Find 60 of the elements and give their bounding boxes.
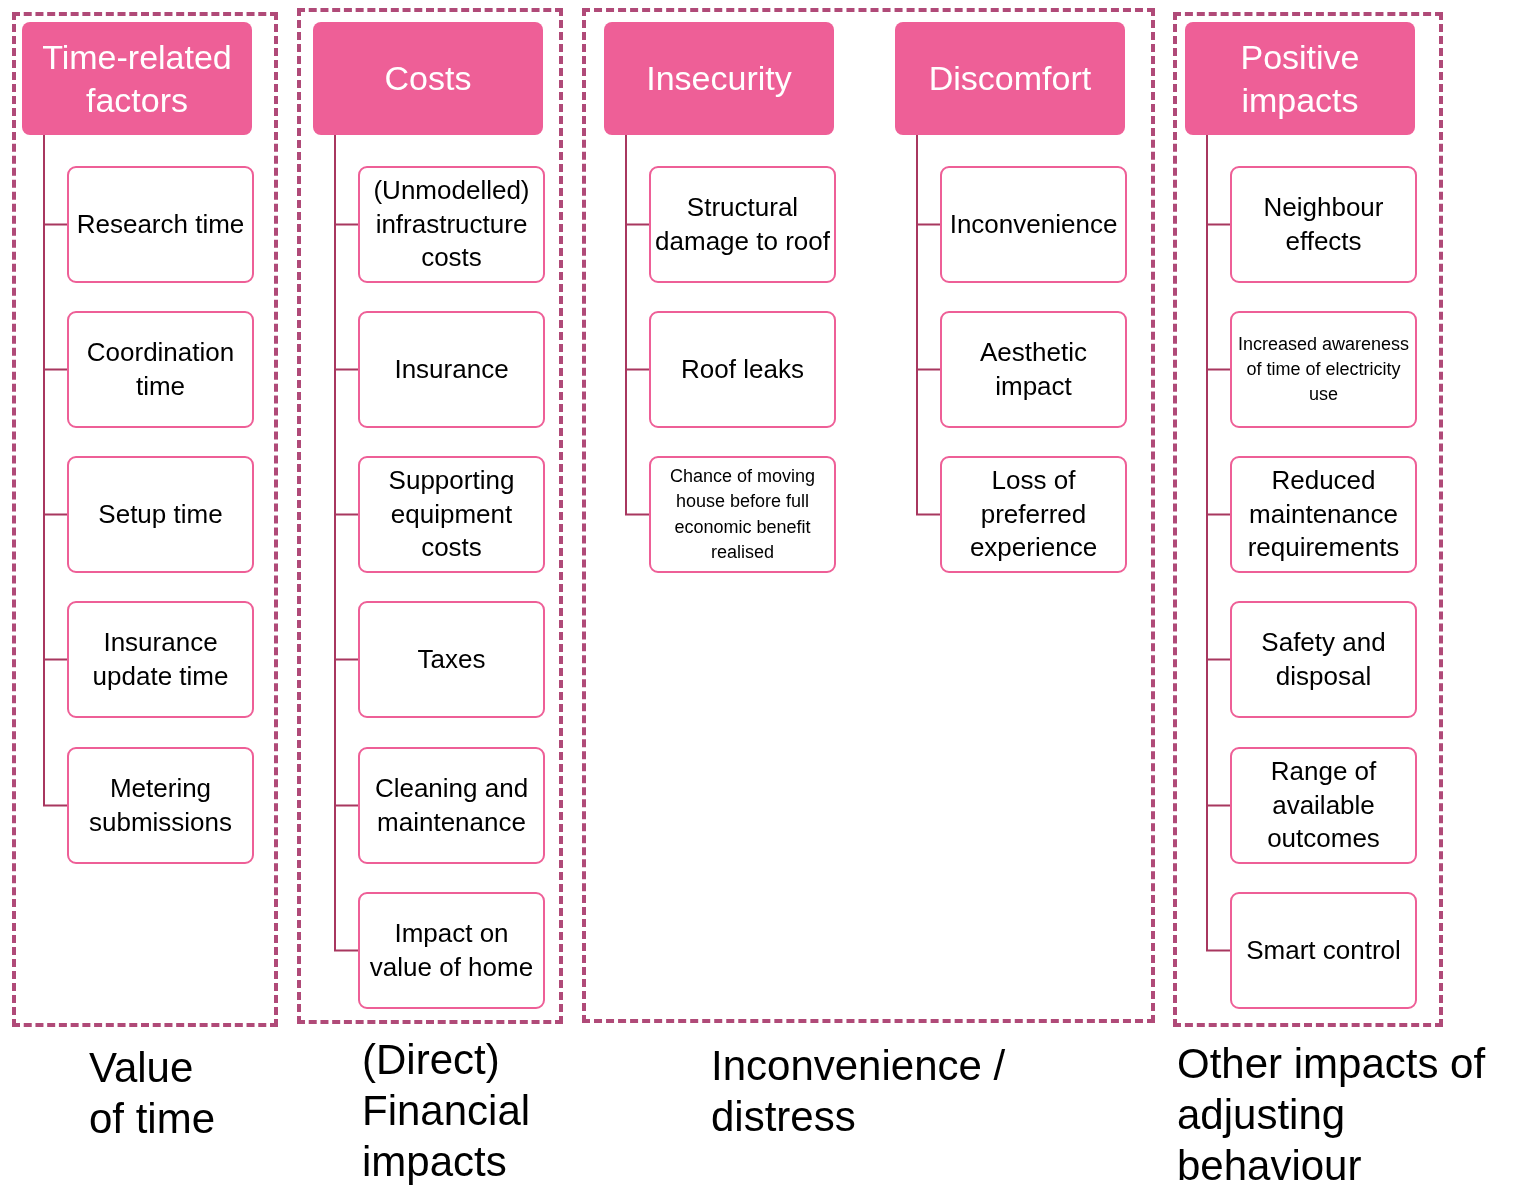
factor-box [940, 166, 1127, 283]
factor-box [67, 747, 254, 864]
factor-text: Coordination time [85, 335, 236, 403]
factor-box [67, 601, 254, 718]
factor-box [1230, 747, 1417, 864]
factor-text: (Unmodelled) infrastructure costs [372, 173, 531, 275]
header-text: Discomfort [928, 58, 1092, 100]
category-header [1185, 22, 1415, 135]
factor-text: Inconvenience [949, 207, 1118, 241]
factor-box [649, 456, 836, 573]
factor-box [1230, 456, 1417, 573]
group-label: Value of time [89, 1043, 217, 1145]
factor-text: Research time [76, 207, 245, 241]
factor-box [1230, 892, 1417, 1009]
factor-box [358, 601, 545, 718]
factor-text: Smart control [1246, 933, 1401, 967]
factor-box [649, 311, 836, 428]
factor-text: Metering submissions [87, 771, 234, 839]
factor-text: Loss of preferred experience [968, 463, 1099, 565]
factor-text: Roof leaks [681, 352, 804, 386]
header-text: Costs [384, 58, 472, 100]
category-header [313, 22, 543, 135]
factor-box [1230, 311, 1417, 428]
category-header [895, 22, 1125, 135]
factor-box [358, 456, 545, 573]
factor-box [67, 456, 254, 573]
factor-box [1230, 166, 1417, 283]
category-header [604, 22, 834, 135]
group-label: Other impacts of adjusting behaviour [1177, 1039, 1487, 1192]
group-label: Inconvenience / distress [711, 1041, 1007, 1143]
factor-text: Neighbour effects [1262, 190, 1385, 258]
factor-text: Impact on value of home [368, 916, 535, 984]
factor-text: Increased awareness of time of electricity use [1236, 332, 1411, 407]
factor-box [649, 166, 836, 283]
header-text: Time-related factors [41, 37, 233, 121]
factor-text: Setup time [98, 497, 223, 531]
factor-text: Range of available outcomes [1266, 754, 1381, 856]
factor-box [940, 456, 1127, 573]
factor-box [358, 892, 545, 1009]
factor-text: Supporting equipment costs [387, 463, 516, 565]
factor-text: Cleaning and maintenance [373, 771, 530, 839]
factor-text: Structural damage to roof [655, 190, 830, 258]
factor-box [358, 311, 545, 428]
factor-box [940, 311, 1127, 428]
factor-box [358, 747, 545, 864]
factor-box [67, 311, 254, 428]
factor-box [358, 166, 545, 283]
factor-text: Taxes [417, 642, 486, 676]
factor-text: Aesthetic impact [979, 335, 1088, 403]
header-text: Positive impacts [1239, 37, 1361, 121]
factor-text: Insurance update time [91, 625, 230, 693]
factor-text: Reduced maintenance requirements [1246, 463, 1401, 565]
factor-box [1230, 601, 1417, 718]
factor-text: Chance of moving house before full economic benefit realised [668, 465, 817, 564]
group-label: (Direct) Financial impacts [362, 1035, 532, 1188]
header-text: Insecurity [646, 58, 792, 100]
factor-box [67, 166, 254, 283]
category-header [22, 22, 252, 135]
factor-text: Insurance [394, 352, 509, 386]
factor-text: Safety and disposal [1260, 625, 1387, 693]
